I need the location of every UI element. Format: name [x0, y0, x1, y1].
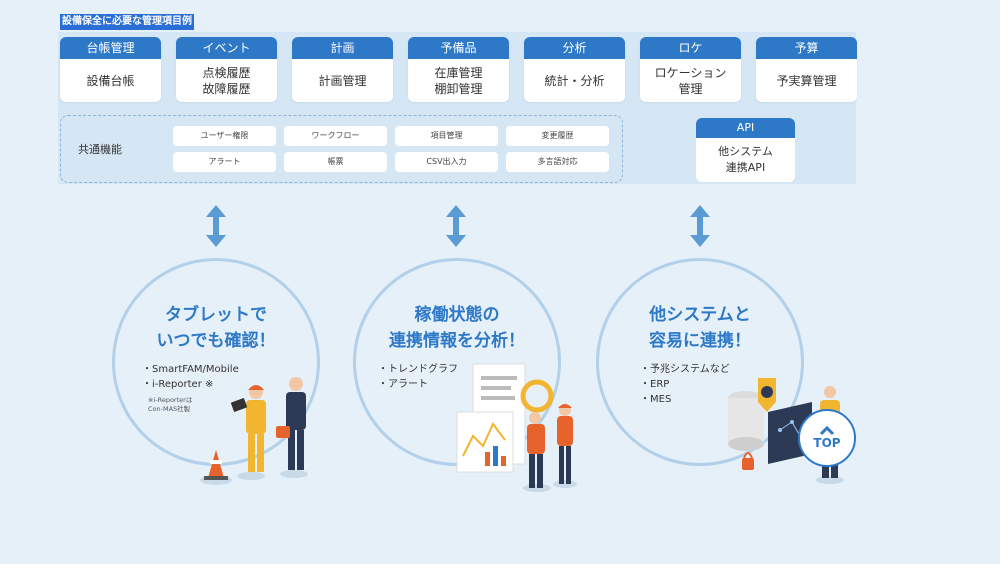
bullet-item: MES [640, 392, 730, 407]
bullet-list: 予兆システムなど ERP MES [640, 362, 730, 407]
common-item: CSV出入力 [395, 152, 498, 172]
module-header: イベント [176, 37, 277, 59]
bullet-item: 予兆システムなど [640, 362, 730, 377]
module-card-budget: 予算 予実算管理 [756, 37, 857, 102]
module-body: 統計・分析 [544, 73, 605, 88]
bullet-list: SmartFAM/Mobile i-Reporter ※ [142, 362, 239, 392]
common-item: ユーザー権限 [173, 126, 276, 146]
bidirectional-arrow-icon [690, 205, 710, 247]
analysis-illustration [456, 363, 577, 492]
module-card-plan: 計画 計画管理 [292, 37, 393, 102]
bidirectional-arrow-icon [206, 205, 226, 247]
module-header: 分析 [524, 37, 625, 59]
module-header: ロケ [640, 37, 741, 59]
module-body: 予実算管理 [776, 73, 837, 88]
back-to-top-label: TOP [813, 436, 841, 450]
module-header: 予算 [756, 37, 857, 59]
bidirectional-arrow-icon [446, 205, 466, 247]
module-card-spare-parts: 予備品 在庫管理 棚卸管理 [408, 37, 509, 102]
module-card-analysis: 分析 統計・分析 [524, 37, 625, 102]
common-functions-box [60, 115, 623, 183]
circle-title: タブレットで いつでも確認！ [156, 305, 276, 351]
module-body: 在庫管理 棚卸管理 [434, 65, 483, 96]
common-item: アラート [173, 152, 276, 172]
common-item: 多言語対応 [506, 152, 609, 172]
bullet-list: トレンドグラフ アラート [378, 362, 458, 392]
api-body: 他システム 連携API [718, 145, 773, 174]
module-header: 計画 [292, 37, 393, 59]
module-body: ロケーション 管理 [654, 65, 727, 96]
module-card-ledger: 台帳管理 設備台帳 [60, 37, 161, 102]
footnote: ※i-Reporterは Con-MAS社製 [148, 396, 193, 413]
common-functions-label: 共通機能 [78, 143, 122, 156]
module-header: 台帳管理 [60, 37, 161, 59]
tablet-workers-illustration [200, 377, 308, 485]
integration-feature-circle [596, 258, 804, 466]
bullet-item: i-Reporter ※ [142, 377, 239, 392]
module-card-location: ロケ ロケーション 管理 [640, 37, 741, 102]
module-body: 設備台帳 [86, 73, 135, 88]
circle-title: 稼働状態の 連携情報を分析！ [389, 305, 525, 351]
api-card: API 他システム 連携API [696, 118, 795, 182]
back-to-top-button[interactable]: TOP [798, 409, 856, 467]
circle-title: 他システムと 容易に連携！ [649, 305, 751, 351]
module-body: 点検履歴 故障履歴 [202, 65, 251, 96]
chevron-up-icon [819, 426, 835, 436]
module-body: 計画管理 [318, 73, 367, 88]
bullet-item: アラート [378, 377, 458, 392]
common-item: 項目管理 [395, 126, 498, 146]
common-item: 帳票 [284, 152, 387, 172]
api-header: API [696, 118, 795, 138]
common-item: ワークフロー [284, 126, 387, 146]
bullet-item: ERP [640, 377, 730, 392]
bullet-item: SmartFAM/Mobile [142, 362, 239, 377]
bullet-item: トレンドグラフ [378, 362, 458, 377]
common-item: 変更履歴 [506, 126, 609, 146]
module-card-event: イベント 点検履歴 故障履歴 [176, 37, 277, 102]
page-title: 設備保全に必要な管理項目例 [60, 14, 194, 30]
module-header: 予備品 [408, 37, 509, 59]
